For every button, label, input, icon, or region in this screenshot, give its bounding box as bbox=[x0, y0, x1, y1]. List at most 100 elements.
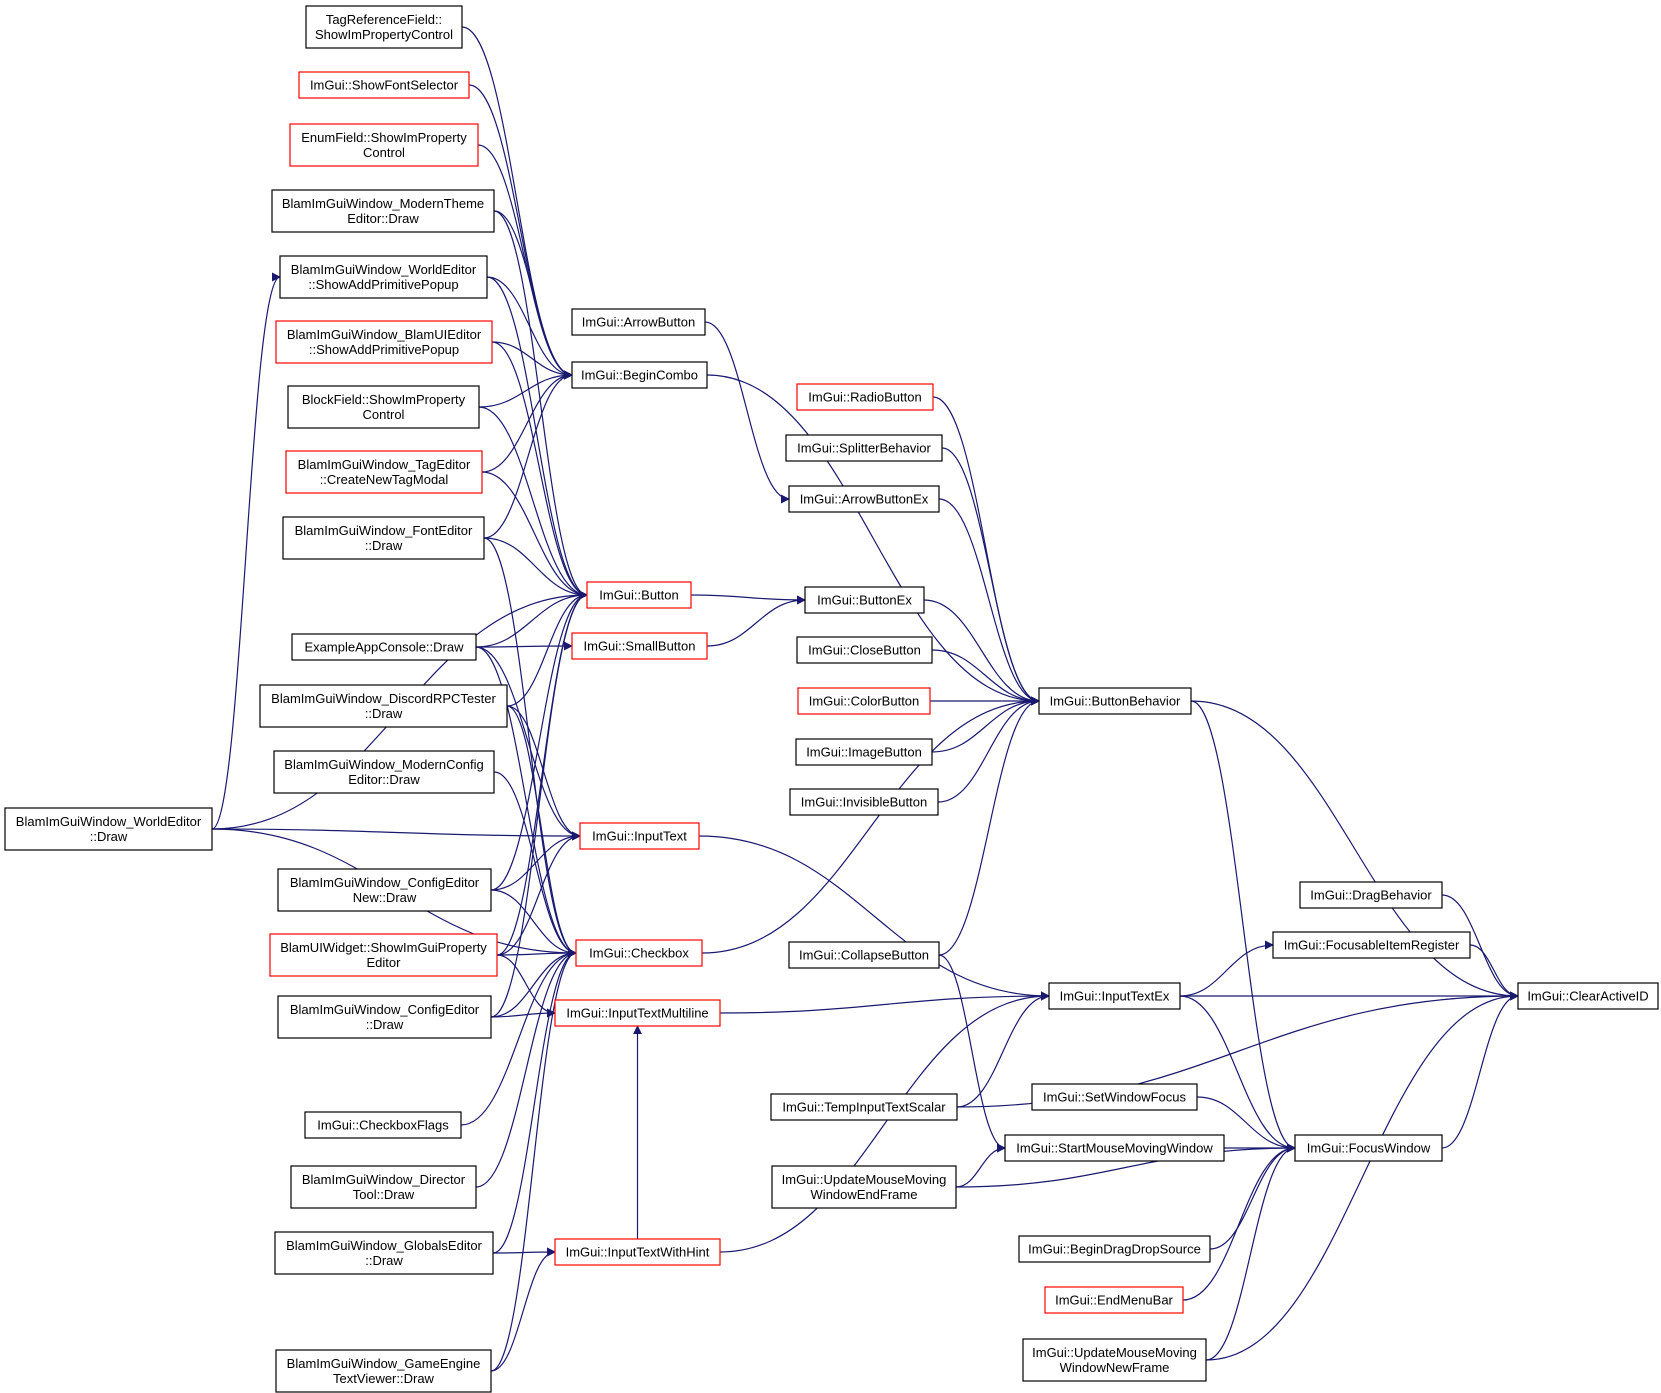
node-gameengine[interactable]: BlamImGuiWindow_GameEngineTextViewer::Dr… bbox=[275, 1349, 492, 1393]
node-box[interactable] bbox=[305, 5, 463, 49]
node-box[interactable] bbox=[1294, 1134, 1443, 1162]
node-globalsed[interactable]: BlamImGuiWindow_GlobalsEditor::Draw bbox=[274, 1231, 494, 1275]
node-splitter[interactable]: ImGui::SplitterBehavior bbox=[785, 434, 943, 462]
node-box[interactable] bbox=[1018, 1235, 1211, 1263]
node-box[interactable] bbox=[795, 738, 933, 766]
node-box[interactable] bbox=[4, 807, 213, 851]
node-box[interactable] bbox=[289, 123, 479, 167]
node-tagedmodal[interactable]: BlamImGuiWindow_TagEditor::CreateNewTagM… bbox=[285, 450, 483, 494]
node-box[interactable] bbox=[271, 189, 495, 233]
node-worldaddprim[interactable]: BlamImGuiWindow_WorldEditor::ShowAddPrim… bbox=[279, 255, 488, 299]
node-begincombo[interactable]: ImGui::BeginCombo bbox=[571, 361, 708, 389]
node-checkboxflags[interactable]: ImGui::CheckboxFlags bbox=[304, 1111, 462, 1139]
node-buttonex[interactable]: ImGui::ButtonEx bbox=[804, 586, 925, 614]
node-box[interactable] bbox=[1048, 982, 1181, 1010]
node-box[interactable] bbox=[788, 485, 940, 513]
node-box[interactable] bbox=[285, 450, 483, 494]
node-colorbutton[interactable]: ImGui::ColorButton bbox=[797, 687, 931, 715]
node-buttonbehavior[interactable]: ImGui::ButtonBehavior bbox=[1038, 687, 1192, 715]
node-focuswindow[interactable]: ImGui::FocusWindow bbox=[1294, 1134, 1443, 1162]
node-button[interactable]: ImGui::Button bbox=[586, 581, 692, 609]
node-inputtextex[interactable]: ImGui::InputTextEx bbox=[1048, 982, 1181, 1010]
node-box[interactable] bbox=[279, 255, 488, 299]
node-box[interactable] bbox=[287, 385, 480, 429]
node-blockfield[interactable]: BlockField::ShowImPropertyControl bbox=[287, 385, 480, 429]
node-box[interactable] bbox=[282, 516, 485, 560]
node-box[interactable] bbox=[804, 586, 925, 614]
node-fontedraw[interactable]: BlamImGuiWindow_FontEditor::Draw bbox=[282, 516, 485, 560]
node-box[interactable] bbox=[571, 361, 708, 389]
node-box[interactable] bbox=[789, 788, 939, 816]
node-endmenubar[interactable]: ImGui::EndMenuBar bbox=[1044, 1286, 1184, 1314]
node-blamuiaddprim[interactable]: BlamImGuiWindow_BlamUIEditor::ShowAddPri… bbox=[275, 320, 493, 364]
node-box[interactable] bbox=[304, 1111, 462, 1139]
node-box[interactable] bbox=[571, 632, 708, 660]
node-box[interactable] bbox=[579, 822, 700, 850]
node-inputtexthint[interactable]: ImGui::InputTextWithHint bbox=[554, 1238, 721, 1266]
node-box[interactable] bbox=[575, 939, 703, 967]
node-box[interactable] bbox=[586, 581, 692, 609]
node-invisiblebutton[interactable]: ImGui::InvisibleButton bbox=[789, 788, 939, 816]
node-box[interactable] bbox=[554, 1238, 721, 1266]
node-begindrag[interactable]: ImGui::BeginDragDropSource bbox=[1018, 1235, 1211, 1263]
node-box[interactable] bbox=[275, 320, 493, 364]
node-appconsole[interactable]: ExampleAppConsole::Draw bbox=[291, 633, 477, 661]
node-smallbutton[interactable]: ImGui::SmallButton bbox=[571, 632, 708, 660]
node-checkbox[interactable]: ImGui::Checkbox bbox=[575, 939, 703, 967]
node-box[interactable] bbox=[298, 71, 470, 99]
node-box[interactable] bbox=[1044, 1286, 1184, 1314]
node-box[interactable] bbox=[788, 941, 940, 969]
node-tempinput[interactable]: ImGui::TempInputTextScalar bbox=[770, 1093, 958, 1121]
node-configdraw[interactable]: BlamImGuiWindow_ConfigEditor::Draw bbox=[277, 995, 492, 1039]
node-arrowbutton[interactable]: ImGui::ArrowButton bbox=[571, 308, 706, 336]
node-clearactive[interactable]: ImGui::ClearActiveID bbox=[1517, 982, 1659, 1010]
node-box[interactable] bbox=[291, 633, 477, 661]
node-imagebutton[interactable]: ImGui::ImageButton bbox=[795, 738, 933, 766]
node-enumfield[interactable]: EnumField::ShowImPropertyControl bbox=[289, 123, 479, 167]
node-box[interactable] bbox=[277, 868, 492, 912]
node-box[interactable] bbox=[785, 434, 943, 462]
node-inputtextml[interactable]: ImGui::InputTextMultiline bbox=[554, 999, 721, 1027]
node-inputtext[interactable]: ImGui::InputText bbox=[579, 822, 700, 850]
node-box[interactable] bbox=[1517, 982, 1659, 1010]
node-collapsebutton[interactable]: ImGui::CollapseButton bbox=[788, 941, 940, 969]
node-box[interactable] bbox=[290, 1165, 477, 1209]
node-dragbehavior[interactable]: ImGui::DragBehavior bbox=[1299, 881, 1443, 909]
node-box[interactable] bbox=[796, 636, 933, 664]
node-box[interactable] bbox=[277, 995, 492, 1039]
node-box[interactable] bbox=[771, 1165, 957, 1209]
node-box[interactable] bbox=[796, 383, 934, 411]
node-box[interactable] bbox=[274, 1231, 494, 1275]
node-box[interactable] bbox=[554, 999, 721, 1027]
node-box[interactable] bbox=[797, 687, 931, 715]
node-box[interactable] bbox=[259, 684, 508, 728]
node-box[interactable] bbox=[269, 933, 498, 977]
node-arrowbuttonex[interactable]: ImGui::ArrowButtonEx bbox=[788, 485, 940, 513]
node-setwindowfocus[interactable]: ImGui::SetWindowFocus bbox=[1031, 1083, 1198, 1111]
node-box[interactable] bbox=[1038, 687, 1192, 715]
node-box[interactable] bbox=[1031, 1083, 1198, 1111]
node-box[interactable] bbox=[1299, 881, 1443, 909]
node-box[interactable] bbox=[1022, 1338, 1207, 1382]
node-showfont[interactable]: ImGui::ShowFontSelector bbox=[298, 71, 470, 99]
node-box[interactable] bbox=[273, 750, 495, 794]
node-discord[interactable]: BlamImGuiWindow_DiscordRPCTester::Draw bbox=[259, 684, 508, 728]
node-box[interactable] bbox=[275, 1349, 492, 1393]
node-worlddraw[interactable]: BlamImGuiWindow_WorldEditor::Draw bbox=[4, 807, 213, 851]
node-closebutton[interactable]: ImGui::CloseButton bbox=[796, 636, 933, 664]
node-startmouse[interactable]: ImGui::StartMouseMovingWindow bbox=[1004, 1134, 1225, 1162]
node-focusable[interactable]: ImGui::FocusableItemRegister bbox=[1272, 931, 1471, 959]
node-box[interactable] bbox=[1272, 931, 1471, 959]
node-box[interactable] bbox=[571, 308, 706, 336]
node-box[interactable] bbox=[770, 1093, 958, 1121]
node-tagref[interactable]: TagReferenceField::ShowImPropertyControl bbox=[305, 5, 463, 49]
node-box[interactable] bbox=[1004, 1134, 1225, 1162]
node-radiobutton[interactable]: ImGui::RadioButton bbox=[796, 383, 934, 411]
